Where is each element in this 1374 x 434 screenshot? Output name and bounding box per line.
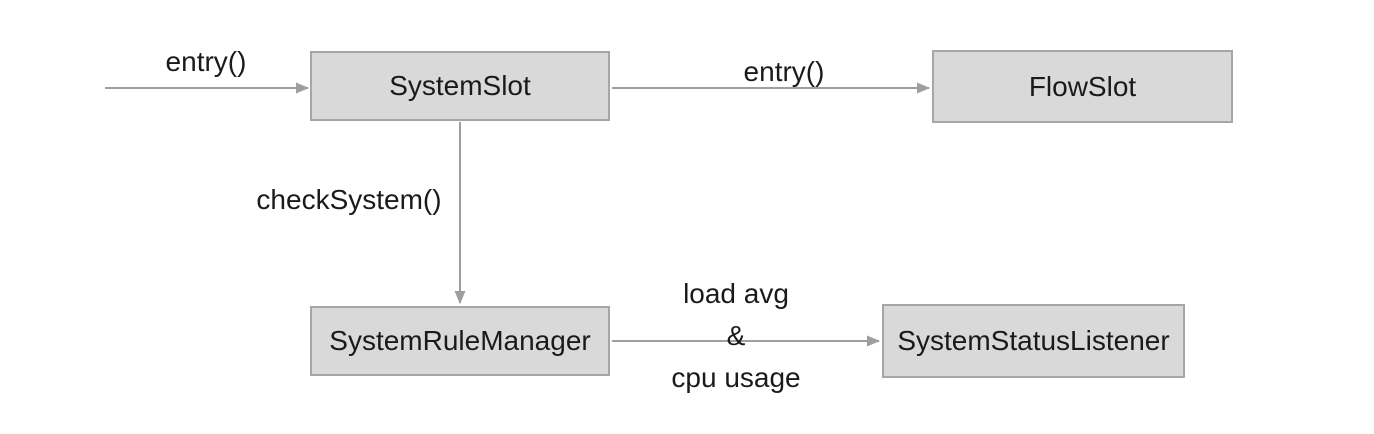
node-system-rule-manager: SystemRuleManager [310,306,610,376]
edge-label-entry-in: entry() [165,46,247,77]
node-flow-slot: FlowSlot [932,50,1233,123]
edge-label-line-cpu-usage: cpu usage [671,362,801,393]
node-system-slot: SystemSlot [310,51,610,121]
edge-label-entry-to-flowslot: entry() [743,56,825,87]
node-system-status-listener: SystemStatusListener [882,304,1185,378]
edge-label-check-system: checkSystem() [256,184,442,215]
edge-label-load-avg-cpu-usage: load avg & cpu usage [671,273,800,399]
edge-label-line-amp: & [726,320,746,351]
edge-label-line-load-avg: load avg [683,278,789,309]
